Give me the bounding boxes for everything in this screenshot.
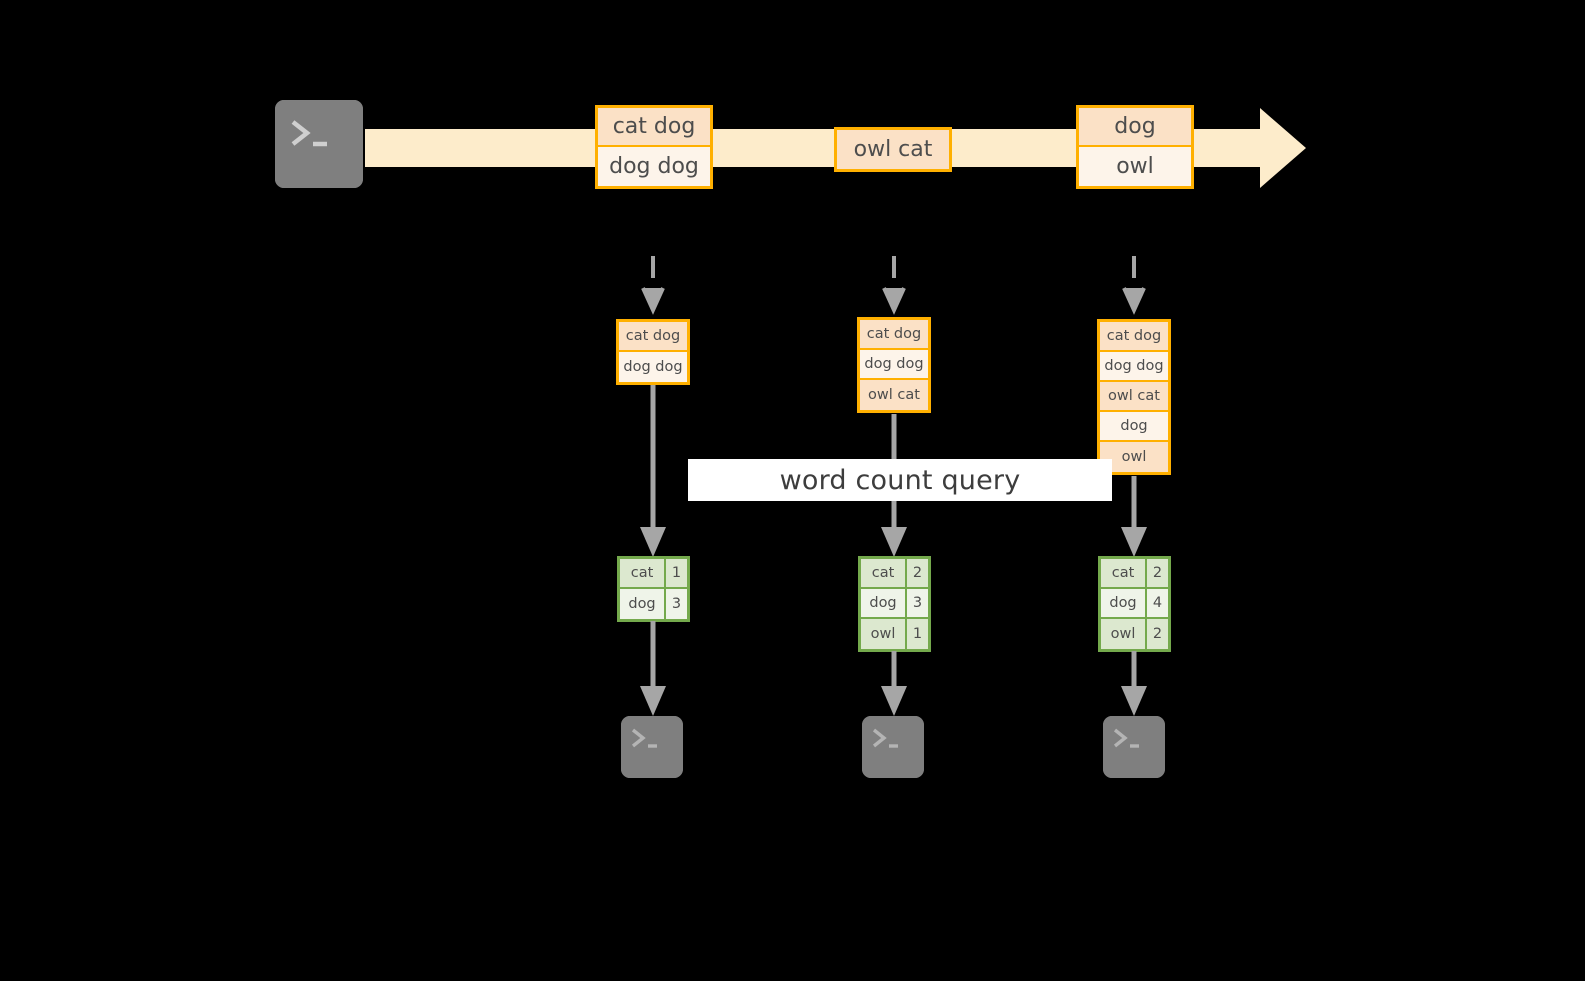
result-word: dog (861, 589, 907, 617)
result-word: cat (620, 559, 666, 587)
terminal-prompt-glyph (872, 728, 898, 748)
result-row: cat 1 (620, 559, 687, 589)
trigger-connector-3 (1122, 256, 1146, 315)
input-table-1-row-1: dog dog (619, 352, 687, 382)
result-row: dog 4 (1101, 589, 1168, 619)
result-count: 1 (912, 626, 923, 642)
input-table-1-row-0: cat dog (619, 322, 687, 352)
query-connector-1 (640, 384, 666, 557)
result-word: owl (1101, 619, 1147, 649)
terminal-prompt-glyph (631, 728, 657, 748)
query-label: word count query (688, 459, 1112, 501)
result-count: 4 (1152, 595, 1163, 611)
result-row: dog 3 (620, 589, 687, 619)
source-terminal-icon (267, 92, 371, 196)
terminal-prompt-glyph (291, 120, 327, 147)
result-row: cat 2 (1101, 559, 1168, 589)
result-count: 3 (912, 595, 923, 611)
query-connector-3 (1121, 476, 1147, 557)
trigger-connector-1 (641, 256, 665, 315)
sink-connector-3 (1121, 651, 1147, 716)
result-count: 2 (1152, 626, 1163, 642)
input-table-3-row-0: cat dog (1100, 322, 1168, 352)
result-table-1: cat 1 dog 3 (617, 556, 690, 622)
result-table-3: cat 2 dog 4 owl 2 (1098, 556, 1171, 652)
result-count: 2 (912, 565, 923, 581)
trigger-connector-2 (882, 256, 906, 315)
sink-connector-1 (640, 621, 666, 716)
result-row: dog 3 (861, 589, 928, 619)
stream-batch-2-line-0: owl cat (837, 130, 949, 169)
result-word: cat (861, 559, 907, 587)
sink-connector-2 (881, 651, 907, 716)
stream-batch-1-line-0: cat dog (598, 108, 710, 147)
stream-batch-1: cat dog dog dog (595, 105, 713, 189)
result-row: owl 2 (1101, 619, 1168, 649)
input-table-3-row-2: owl cat (1100, 382, 1168, 412)
sink-terminal-icon-1 (613, 708, 691, 786)
stream-batch-1-line-1: dog dog (598, 147, 710, 186)
input-table-1: cat dog dog dog (616, 319, 690, 385)
input-table-2-row-0: cat dog (860, 320, 928, 350)
input-table-3: cat dog dog dog owl cat dog owl (1097, 319, 1171, 475)
input-table-2-row-1: dog dog (860, 350, 928, 380)
result-table-2: cat 2 dog 3 owl 1 (858, 556, 931, 652)
result-count: 2 (1152, 565, 1163, 581)
result-word: dog (620, 589, 666, 619)
sink-terminal-icon-3 (1095, 708, 1173, 786)
sink-terminal-icon-2 (854, 708, 932, 786)
result-row: cat 2 (861, 559, 928, 589)
input-table-3-row-4: owl (1100, 442, 1168, 472)
stream-batch-2: owl cat (834, 127, 952, 172)
stream-batch-3-line-1: owl (1079, 147, 1191, 186)
input-table-2: cat dog dog dog owl cat (857, 317, 931, 413)
result-word: owl (861, 619, 907, 649)
input-table-3-row-3: dog (1100, 412, 1168, 442)
input-table-2-row-2: owl cat (860, 380, 928, 410)
input-table-3-row-1: dog dog (1100, 352, 1168, 382)
stream-batch-3: dog owl (1076, 105, 1194, 189)
stream-batch-3-line-0: dog (1079, 108, 1191, 147)
result-row: owl 1 (861, 619, 928, 649)
result-word: dog (1101, 589, 1147, 617)
result-count: 1 (671, 565, 682, 581)
result-word: cat (1101, 559, 1147, 587)
terminal-prompt-glyph (1113, 728, 1139, 748)
result-count: 3 (671, 596, 682, 612)
